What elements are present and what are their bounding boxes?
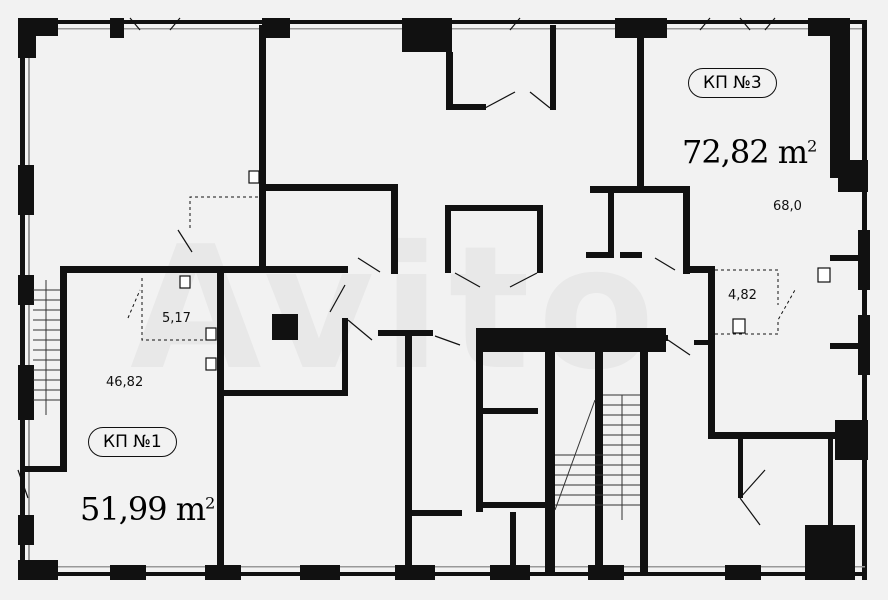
unit-area-kp1: 51,99 m2 (80, 490, 215, 528)
room-area-label: 46,82 (106, 375, 144, 390)
area-value: 72,82 (682, 133, 770, 171)
doors (17, 17, 776, 526)
room-area-label: 4,82 (728, 288, 757, 303)
room-area-label: 5,17 (162, 311, 191, 326)
area-unit: m (777, 133, 808, 171)
vent-shafts (179, 170, 831, 371)
area-exponent: 2 (807, 136, 817, 156)
staircase (33, 280, 640, 520)
unit-badge-kp1: КП №1 (88, 427, 177, 457)
area-value: 51,99 (80, 490, 168, 528)
area-exponent: 2 (205, 493, 215, 513)
dashed-partitions (127, 196, 796, 341)
area-unit: m (175, 490, 206, 528)
walls (18, 18, 870, 580)
room-area-label: 68,0 (773, 199, 802, 214)
unit-badge-kp3: КП №3 (688, 68, 777, 98)
unit-area-kp3: 72,82 m2 (682, 133, 817, 171)
